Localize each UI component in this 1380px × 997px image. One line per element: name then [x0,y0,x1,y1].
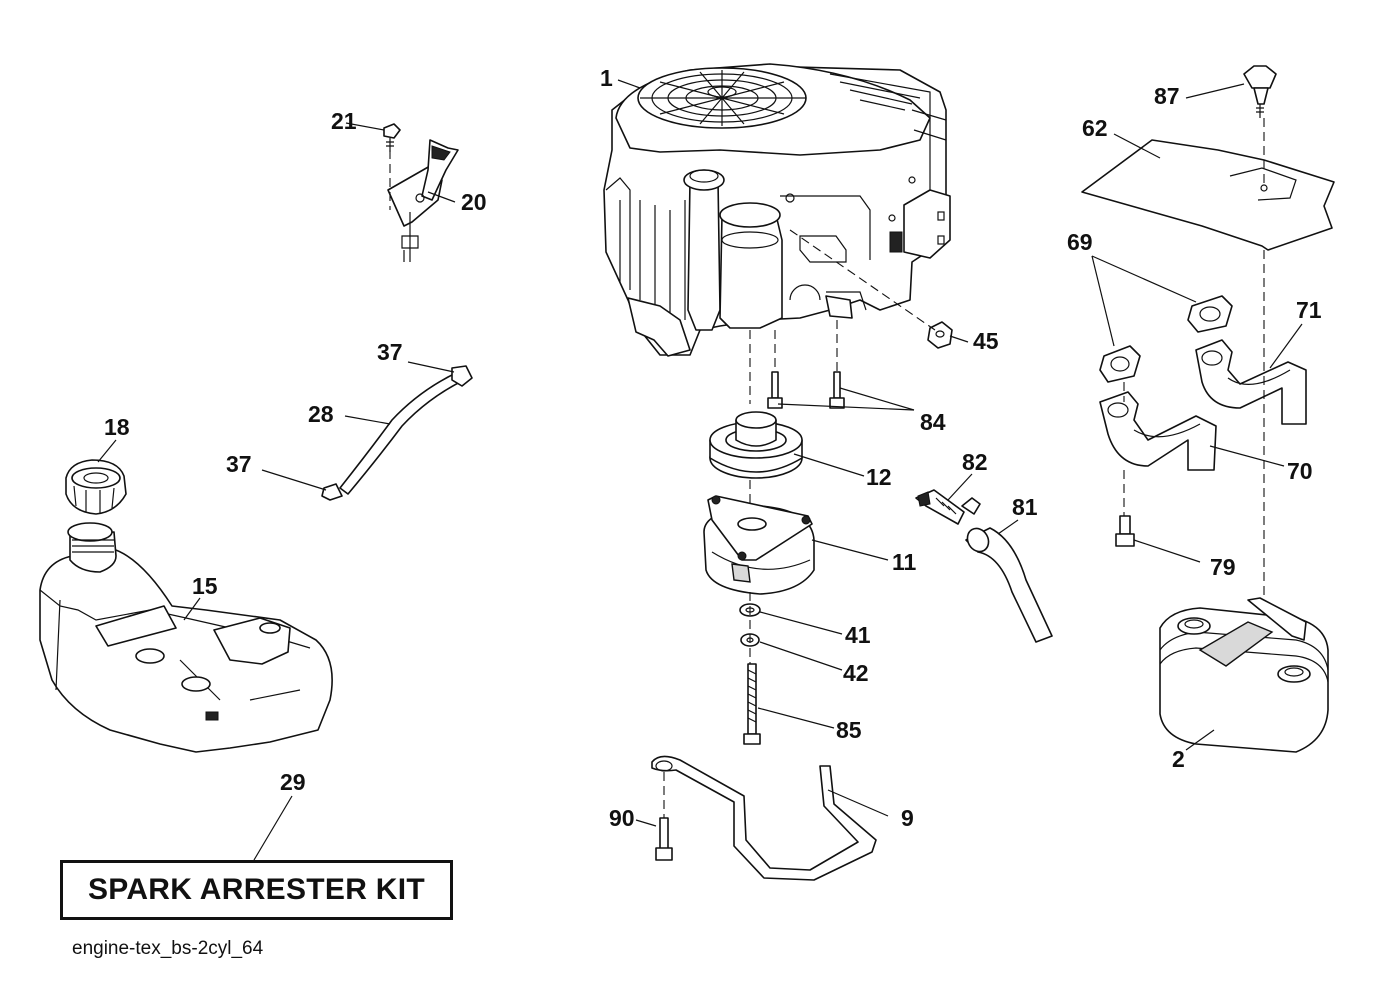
leader-lines [97,79,1303,861]
callout-37-top: 37 [377,339,403,365]
fuel-tank [39,522,333,753]
callout-85: 85 [836,717,862,743]
callout-11: 11 [892,549,917,575]
callout-28: 28 [308,401,334,427]
fitting-82 [915,489,981,525]
callout-79: 79 [1210,554,1236,580]
bolts-84 [767,371,845,409]
hose-81 [965,527,1053,643]
callout-45: 45 [973,328,999,354]
callout-69: 69 [1067,229,1093,255]
callout-90: 90 [609,805,635,831]
callout-12: 12 [866,464,892,490]
pulley [709,411,803,479]
screw-79 [1115,515,1135,547]
callout-15: 15 [192,573,218,599]
callout-62: 62 [1082,115,1108,141]
callouts: 1 21 20 37 28 37 18 15 29 45 84 12 82 81… [104,65,1322,831]
muffler [1159,597,1329,753]
knob-87 [1243,65,1277,118]
throttle-control [387,139,459,262]
callout-81: 81 [1012,494,1038,520]
assembly-lines [389,118,1265,818]
fuel-cap [65,459,127,515]
callout-1: 1 [600,65,613,91]
callout-18: 18 [104,414,130,440]
gaskets-69 [1099,295,1233,383]
spark-arrester-kit-label: SPARK ARRESTER KIT [87,873,426,906]
bolt-90 [655,817,673,861]
screw-21 [383,123,401,152]
bolt-85 [743,663,761,745]
callout-20: 20 [461,189,487,215]
heat-shield-62 [1081,139,1335,251]
callout-82: 82 [962,449,988,475]
nut-45 [927,321,953,349]
callout-29: 29 [280,769,306,795]
callout-42: 42 [843,660,869,686]
bracket-9 [651,755,877,881]
electric-clutch [703,495,815,595]
spark-arrester-kit-box: SPARK ARRESTER KIT [60,860,453,920]
callout-37-bottom: 37 [226,451,252,477]
callout-71: 71 [1296,297,1322,323]
exhaust-pipe-71 [1195,339,1307,425]
diagram-id-label: engine-tex_bs-2cyl_64 [72,938,264,959]
callout-70: 70 [1287,458,1313,484]
callout-87: 87 [1154,83,1180,109]
fuel-line [321,365,473,501]
engine [603,63,951,357]
callout-9: 9 [901,805,914,831]
callout-41: 41 [845,622,871,648]
exhaust-pipe-70 [1099,391,1217,471]
callout-84: 84 [920,409,946,435]
callout-21: 21 [331,108,357,134]
callout-2: 2 [1172,746,1185,772]
